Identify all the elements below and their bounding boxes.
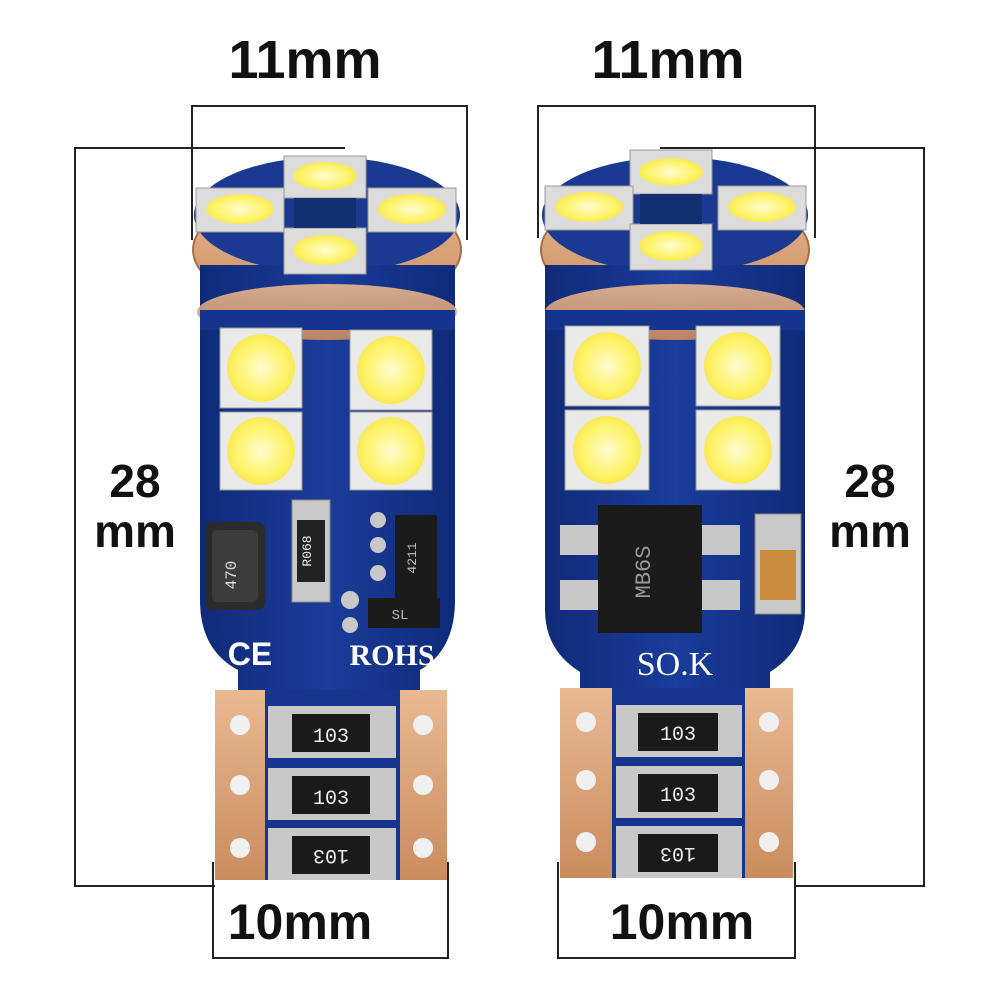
cap-width-label-right: 11mm (591, 30, 745, 90)
right-bulb: MB6S SO.K 103 103 103 (540, 149, 810, 878)
left-bulb: 470 R068 4211 SL CE ROHS 103 (192, 155, 462, 880)
base-resistor-marking: 103 (313, 788, 349, 811)
length-value: 28 (844, 455, 896, 507)
base-resistor-marking: 103 (313, 843, 349, 866)
length-label-right: 28 mm (805, 456, 935, 556)
length-label-left: 28 mm (70, 456, 200, 556)
ic-marking: 4211 (405, 542, 420, 573)
base-resistors: 103 103 103 (268, 706, 396, 880)
length-unit: mm (829, 505, 911, 557)
resistor-marking: R068 (300, 535, 315, 566)
base-resistor-marking: 103 (660, 841, 696, 864)
bridge-marking: MB6S (632, 546, 657, 599)
body-leds (219, 327, 433, 491)
base-resistor-marking: 103 (660, 724, 696, 747)
base-width-label-left: 10mm (227, 894, 373, 950)
brand-mark: SO.K (637, 646, 714, 683)
base-resistor-marking: 103 (660, 785, 696, 808)
length-value: 28 (109, 455, 161, 507)
cap-width-label-left: 11mm (228, 30, 382, 90)
body-leds (564, 325, 781, 491)
inductor-marking: 470 (223, 561, 241, 590)
rohs-mark: ROHS (349, 639, 434, 672)
base-width-label-right: 10mm (609, 894, 755, 950)
base-resistor-marking: 103 (313, 726, 349, 749)
dimension-lines (74, 105, 925, 959)
diode-marking: SL (392, 608, 409, 624)
base-resistors: 103 103 103 (616, 705, 742, 878)
ce-mark: CE (228, 636, 272, 672)
length-unit: mm (94, 505, 176, 557)
